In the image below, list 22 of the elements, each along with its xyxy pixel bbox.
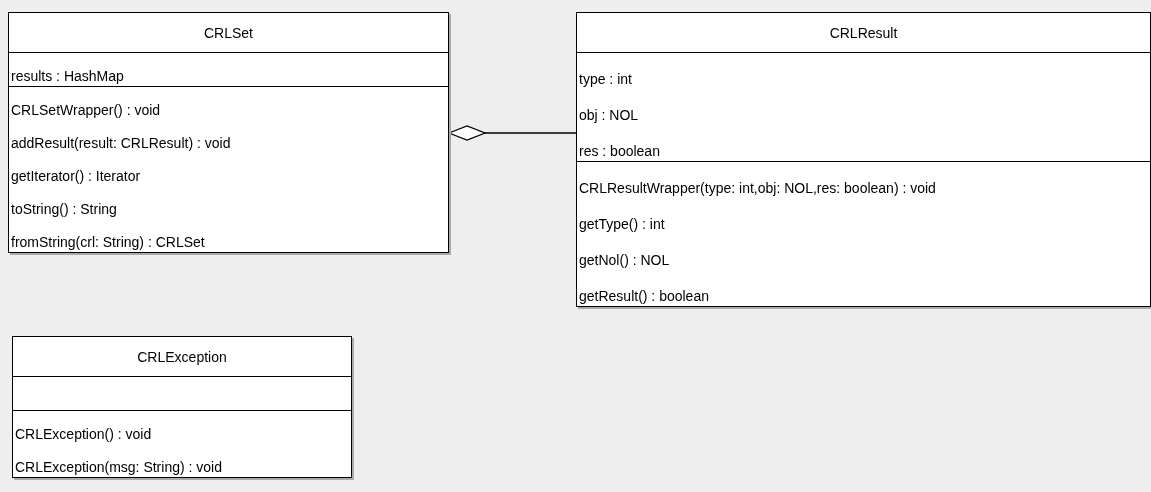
class-box xyxy=(8,12,449,253)
class-box xyxy=(576,12,1151,307)
attribute-text: type : int xyxy=(579,71,632,87)
aggregation-line xyxy=(448,125,577,141)
class-name: CRLException xyxy=(137,348,227,365)
method-text: addResult(result: CRLResult) : void xyxy=(11,135,231,151)
class-name: CRLSet xyxy=(204,24,253,41)
attribute-text: results : HashMap xyxy=(11,68,124,84)
method-text: CRLException() : void xyxy=(15,426,152,442)
method-text: CRLSetWrapper() : void xyxy=(11,102,161,118)
method-text: fromString(crl: String) : CRLSet xyxy=(11,234,205,250)
attribute-text: obj : NOL xyxy=(579,107,639,123)
method-text: getIterator() : Iterator xyxy=(11,168,141,184)
method-text: getType() : int xyxy=(579,216,665,232)
method-text: CRLResultWrapper(type: int,obj: NOL,res: boolean) : void xyxy=(579,180,936,196)
class-name: CRLResult xyxy=(829,24,898,41)
method-text: CRLException(msg: String) : void xyxy=(15,459,222,475)
class-box xyxy=(12,336,352,478)
attribute-text: res : boolean xyxy=(579,143,660,159)
method-text: getNol() : NOL xyxy=(579,252,670,268)
method-text: getResult() : boolean xyxy=(579,288,709,304)
method-text: toString() : String xyxy=(11,201,117,217)
